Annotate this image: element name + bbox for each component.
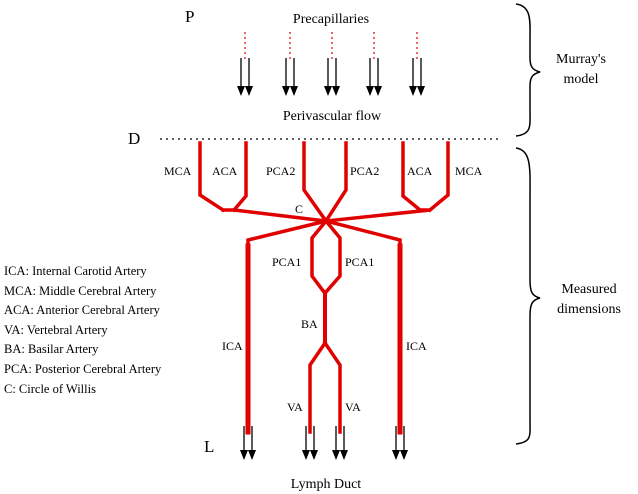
label-va-right: VA xyxy=(345,400,361,414)
lymph-outflow-arrows xyxy=(240,426,408,460)
legend-item: MCA: Middle Cerebral Artery xyxy=(4,283,157,298)
abbreviation-legend: ICA: Internal Carotid Artery MCA: Middle… xyxy=(4,262,161,399)
precapillary-arrow xyxy=(366,32,382,96)
label-pca1-right: PCA1 xyxy=(345,255,374,269)
label-l: L xyxy=(204,437,214,456)
murrays-model-label-line2: model xyxy=(564,72,599,87)
precapillary-arrow xyxy=(409,32,425,96)
label-aca-left: ACA xyxy=(212,164,238,178)
label-mca-right: MCA xyxy=(455,164,483,178)
pca1-left-vessel xyxy=(310,218,329,295)
label-pca2-left: PCA2 xyxy=(266,164,295,178)
measured-dimensions-brace xyxy=(515,147,541,445)
label-va-left: VA xyxy=(287,400,303,414)
legend-item: VA: Vertebral Artery xyxy=(4,322,108,337)
outflow-arrow xyxy=(332,426,348,460)
pca2-right-vessel xyxy=(323,141,348,224)
va-left-vessel xyxy=(308,340,328,434)
legend-item: C: Circle of Willis xyxy=(4,381,96,396)
mca-right-vessel xyxy=(427,141,450,213)
right-mca-aca-trunk xyxy=(324,208,431,223)
label-mca-left: MCA xyxy=(164,164,192,178)
murrays-model-label-line1: Murray's xyxy=(556,52,606,67)
left-mca-aca-trunk xyxy=(221,208,328,223)
legend-item: PCA: Posterior Cerebral Artery xyxy=(4,361,162,376)
vessel-network xyxy=(198,141,450,435)
label-basilar-artery: BA xyxy=(301,317,318,331)
legend-item: ICA: Internal Carotid Artery xyxy=(4,264,147,278)
lymph-duct-label: Lymph Duct xyxy=(291,477,361,492)
precapillary-arrow xyxy=(282,32,298,96)
legend-item: ACA: Anterior Cerebral Artery xyxy=(4,303,160,318)
legend-item: BA: Basilar Artery xyxy=(4,342,99,357)
precapillaries-label: Precapillaries xyxy=(293,12,369,27)
label-p: P xyxy=(185,7,194,26)
label-aca-right: ACA xyxy=(407,164,433,178)
label-circle-of-willis: C xyxy=(295,202,303,216)
precapillary-arrows xyxy=(237,32,425,96)
perivascular-flow-label: Perivascular flow xyxy=(283,109,382,124)
label-pca1-left: PCA1 xyxy=(272,255,301,269)
murrays-model-brace xyxy=(515,3,541,137)
label-pca2-right: PCA2 xyxy=(350,164,379,178)
measured-dimensions-label-line2: dimensions xyxy=(557,302,621,317)
outflow-arrow xyxy=(392,426,408,460)
label-ica-left: ICA xyxy=(222,339,243,353)
va-right-vessel xyxy=(322,340,342,434)
precapillary-arrow xyxy=(237,32,253,96)
outflow-arrow xyxy=(302,426,318,460)
aca-right-vessel xyxy=(401,141,423,213)
pca1-right-vessel xyxy=(323,218,342,295)
label-d: D xyxy=(128,129,140,148)
aca-left-vessel xyxy=(231,141,248,213)
outflow-arrow xyxy=(240,426,256,460)
mca-left-vessel xyxy=(198,141,226,213)
pca2-left-vessel xyxy=(302,141,329,224)
precapillary-arrow xyxy=(324,32,340,96)
label-ica-right: ICA xyxy=(406,339,427,353)
measured-dimensions-label-line1: Measured xyxy=(561,282,616,297)
